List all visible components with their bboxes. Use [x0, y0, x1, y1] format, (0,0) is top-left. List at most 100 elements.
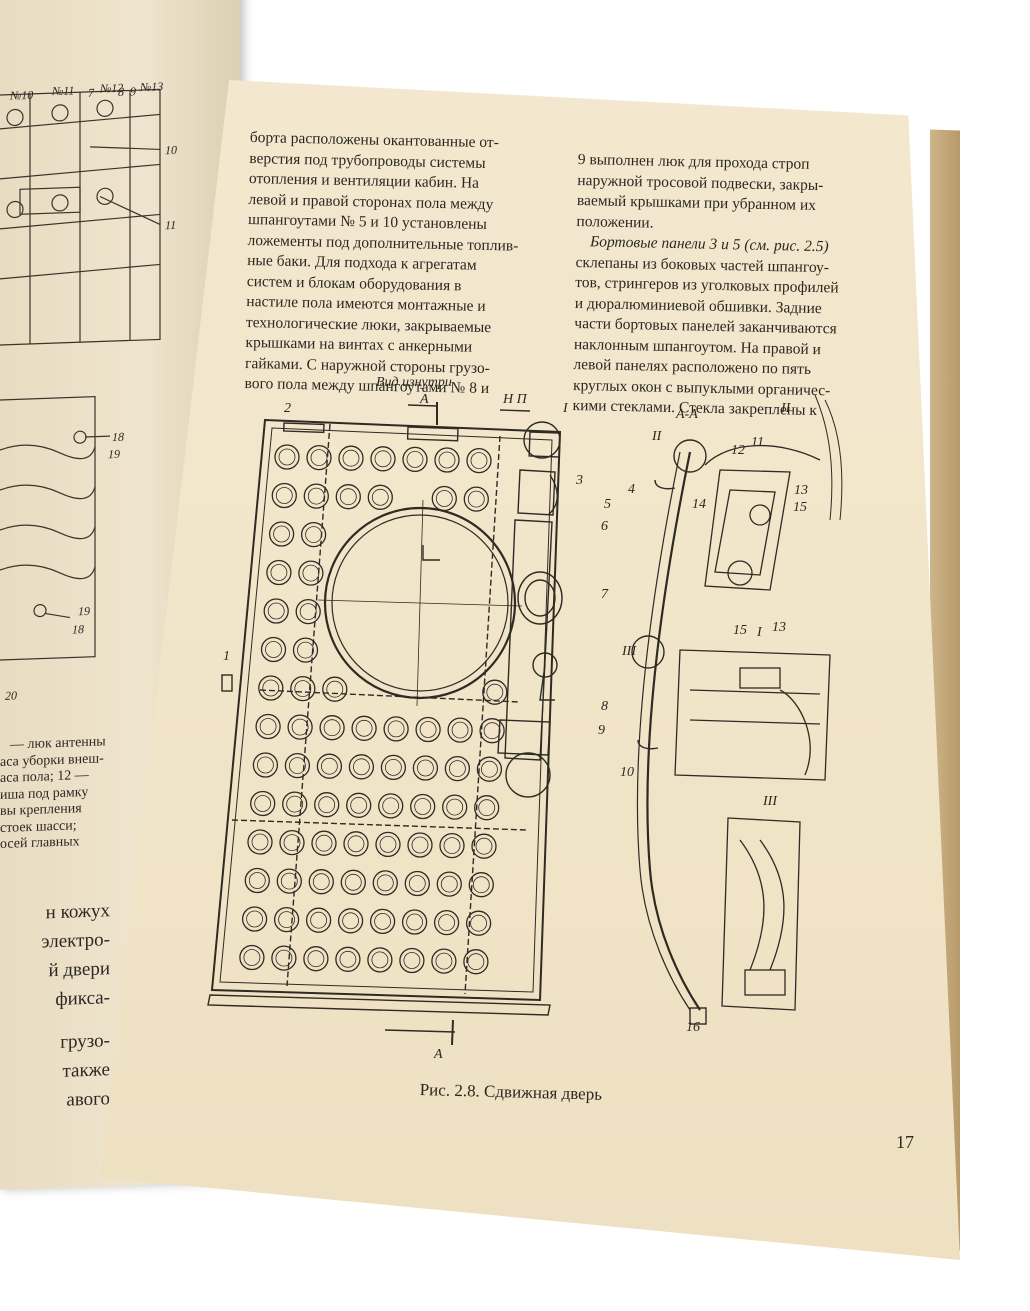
door-hole	[267, 602, 285, 620]
door-hole	[399, 947, 425, 974]
door-hole	[350, 796, 368, 814]
detail-label: I	[562, 401, 569, 416]
door-hole	[278, 448, 296, 466]
door-hole	[339, 950, 357, 968]
door-hole	[479, 718, 505, 744]
door-hole	[378, 793, 404, 819]
door-hole	[316, 753, 343, 779]
door-hole	[305, 526, 323, 543]
door-hole	[348, 754, 375, 780]
door-hole	[347, 835, 365, 853]
detail-label: II	[780, 401, 792, 416]
door-hole	[463, 949, 489, 975]
door-hole	[447, 717, 473, 743]
callout: 10	[165, 143, 177, 157]
door-hole	[483, 722, 501, 740]
door-hole	[371, 488, 389, 506]
door-hole	[292, 637, 319, 663]
door-hole	[259, 718, 277, 735]
door-hole	[470, 914, 488, 932]
door-hole	[303, 946, 329, 972]
door-hole	[318, 796, 336, 814]
door-hole	[319, 715, 345, 741]
door-hole	[254, 795, 272, 812]
door-hole	[439, 832, 465, 859]
door-hole	[370, 446, 396, 472]
door-hole	[247, 829, 273, 855]
door-hole	[475, 837, 493, 855]
door-hole	[239, 944, 265, 971]
door-hole	[435, 490, 453, 507]
door-hole	[343, 831, 369, 857]
callout: 3	[575, 473, 583, 488]
callout: 18	[72, 622, 84, 636]
door-hole	[448, 760, 466, 777]
door-hole	[470, 452, 488, 470]
door-hole	[410, 793, 436, 820]
callout: 7	[601, 587, 609, 602]
door-hole	[352, 758, 370, 776]
door-hole	[271, 482, 297, 509]
door-hole	[438, 914, 456, 931]
callout: 19	[78, 604, 90, 618]
door-hole	[406, 450, 424, 468]
door-hole	[380, 754, 407, 781]
arrow-label: А	[433, 1047, 443, 1062]
door-hole	[344, 873, 362, 891]
door-hole	[258, 675, 284, 701]
callout: 15	[793, 500, 807, 515]
door-hole	[342, 449, 360, 467]
door-hole	[255, 713, 281, 740]
door-hole	[451, 721, 469, 739]
door-hole	[263, 598, 289, 624]
door-hole	[375, 831, 401, 858]
direction-label: Н П	[502, 392, 528, 407]
door-hole	[305, 907, 332, 933]
door-hole	[414, 798, 432, 815]
door-hole	[382, 797, 400, 815]
frame-label: №11	[51, 83, 74, 98]
door-hole	[275, 487, 293, 504]
door-hole	[310, 449, 328, 467]
door-hole-grid	[239, 444, 508, 975]
door-hole	[306, 444, 332, 471]
callout: 11	[165, 218, 176, 232]
door-hole	[294, 680, 312, 697]
page-number: 17	[896, 1132, 914, 1152]
door-hole	[435, 952, 453, 970]
door-hole	[271, 945, 297, 971]
door-hole	[265, 641, 282, 658]
door-outline	[207, 402, 563, 1046]
callout: 8	[601, 699, 608, 714]
door-hole	[387, 720, 405, 738]
door-hole	[250, 790, 276, 817]
door-hole	[480, 760, 498, 778]
callout: 13	[794, 483, 808, 498]
door-hole	[297, 641, 314, 659]
door-hole	[351, 715, 377, 741]
door-hole	[308, 869, 334, 895]
door-hole	[471, 833, 497, 859]
callout: 6	[601, 519, 608, 534]
door-hole	[403, 952, 421, 969]
door-hole	[282, 791, 308, 817]
door-hole	[466, 447, 492, 474]
door-hole	[323, 719, 341, 737]
door-hole	[463, 486, 489, 512]
door-hole	[468, 872, 494, 898]
door-hole	[307, 950, 325, 968]
left-page-drawing: №10 №11 №12 №13 7 8 9 10 11 18 19 19 18 …	[0, 79, 177, 703]
frame-label: №13	[139, 79, 163, 94]
door-hole	[339, 488, 357, 506]
door-hole	[486, 683, 504, 701]
door-hole	[284, 752, 311, 779]
door-hole	[260, 636, 287, 663]
door-hole	[335, 484, 361, 510]
door-hole	[241, 906, 268, 932]
door-hole	[404, 870, 430, 897]
door-hole	[295, 598, 321, 625]
door-hole	[415, 716, 441, 743]
door-hole	[401, 909, 428, 935]
door-hole	[408, 875, 426, 892]
door-hole	[467, 953, 485, 971]
